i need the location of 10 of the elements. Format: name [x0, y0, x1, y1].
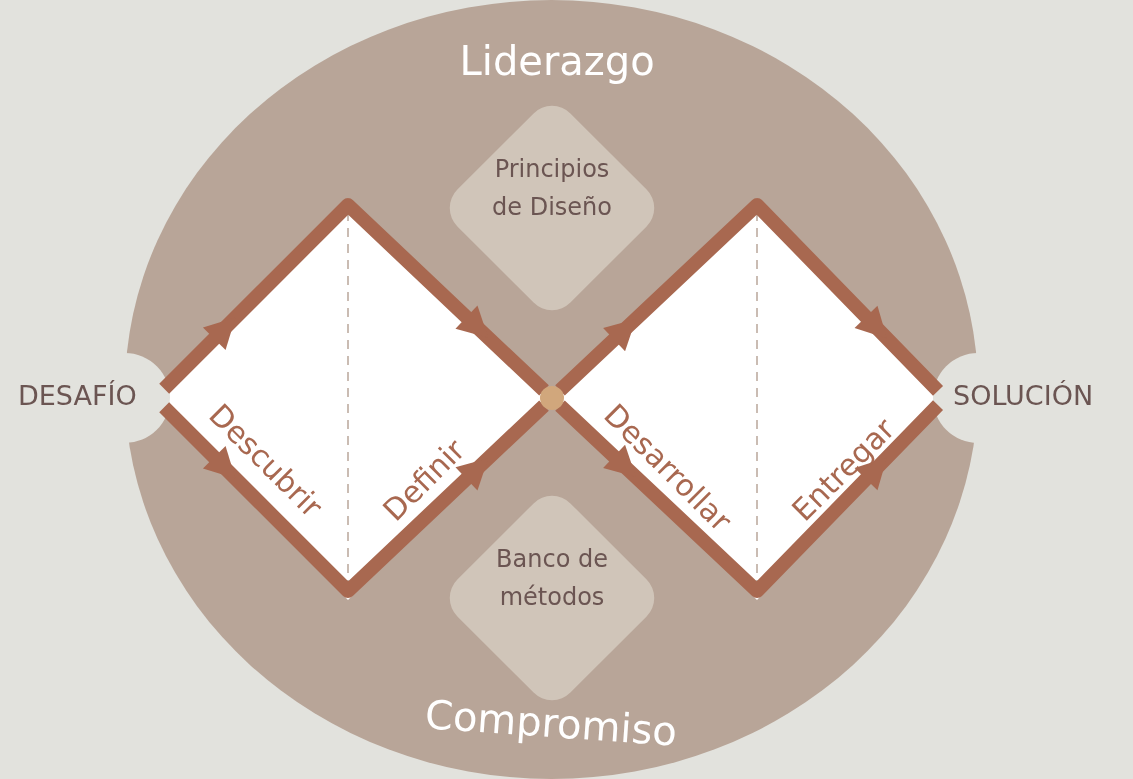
- endpoint-label: DESAFÍO: [18, 380, 137, 411]
- arrow-path: [159, 400, 549, 598]
- arrow-path: [159, 198, 549, 396]
- arrow-path: [555, 198, 944, 396]
- heading-text: Compromiso: [423, 691, 678, 755]
- diamond-label: Principios de Diseño: [491, 154, 613, 223]
- diamond-label: Banco de métodos: [495, 544, 609, 613]
- heading-text: Liderazgo: [459, 38, 655, 84]
- endpoint-label: SOLUCIÓN: [953, 380, 1094, 411]
- arrow-path: [555, 400, 944, 598]
